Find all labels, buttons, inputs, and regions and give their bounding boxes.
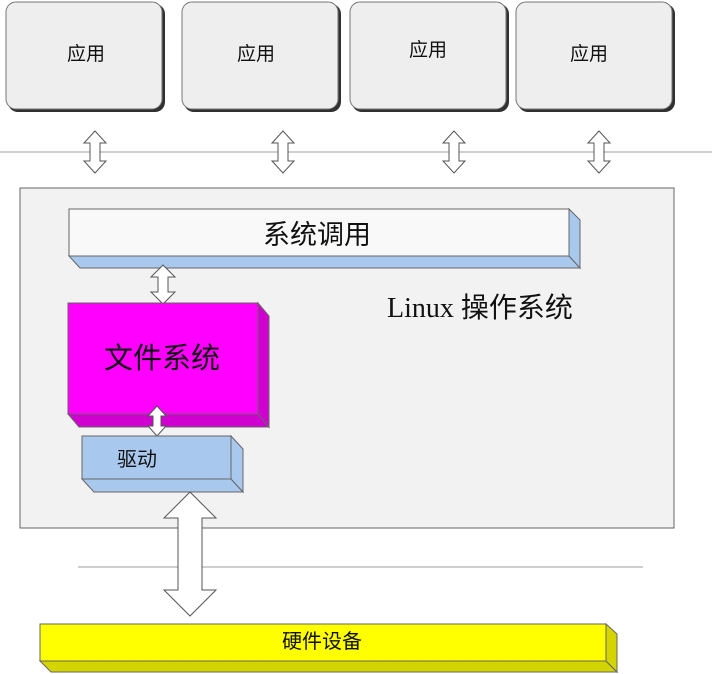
linux-os-title: Linux 操作系统 <box>387 292 573 324</box>
app-box-2: 应用 <box>181 1 341 112</box>
file-system-label: 文件系统 <box>104 341 220 375</box>
app-box-4: 应用 <box>515 1 675 112</box>
app-arrow-3 <box>441 130 467 174</box>
hardware-box: 硬件设备 <box>38 622 619 674</box>
app-arrow-1 <box>82 130 108 174</box>
file-system-box: 文件系统 <box>66 301 271 429</box>
app-label: 应用 <box>67 43 105 65</box>
driver-hardware-arrow <box>162 491 218 617</box>
app-label: 应用 <box>237 43 275 65</box>
hardware-label: 硬件设备 <box>282 629 362 653</box>
system-call-label: 系统调用 <box>263 220 371 251</box>
app-box-1: 应用 <box>5 1 165 112</box>
driver-label: 驱动 <box>117 447 157 471</box>
app-arrow-4 <box>586 130 612 174</box>
app-arrow-2 <box>270 130 296 174</box>
app-label: 应用 <box>570 43 608 65</box>
driver-box: 驱动 <box>80 434 245 494</box>
system-call-box: 系统调用 <box>67 207 582 270</box>
app-label: 应用 <box>409 39 447 61</box>
app-box-3: 应用 <box>349 1 509 112</box>
